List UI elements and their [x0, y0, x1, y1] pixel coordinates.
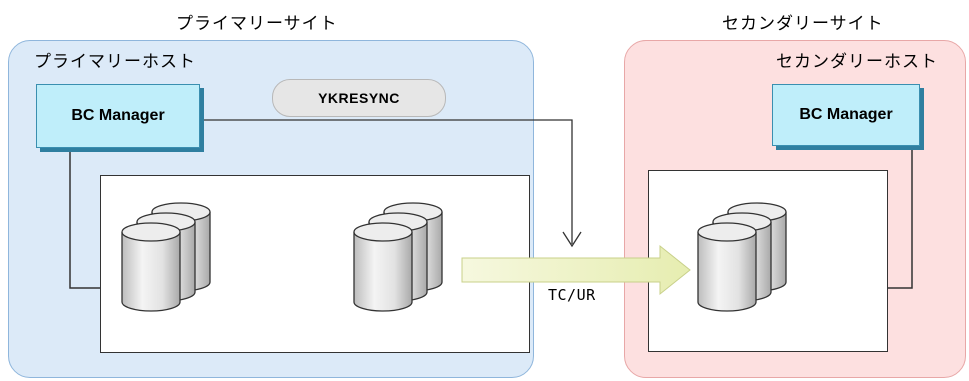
- command-arrowhead: [562, 231, 582, 248]
- primary-site-label: プライマリーサイト: [176, 14, 338, 34]
- primary-svol-disks: [353, 202, 443, 312]
- primary-pvol-disks: [121, 202, 211, 312]
- ykresync-command-badge: YKRESYNC: [272, 79, 446, 117]
- secondary-host-label: セカンダリーホスト: [776, 52, 938, 72]
- primary-bc-manager-box: BC Manager: [36, 84, 200, 148]
- secondary-bc-manager-box: BC Manager: [772, 84, 920, 146]
- primary-bc-manager-label: BC Manager: [71, 107, 165, 124]
- primary-host-label: プライマリーホスト: [34, 52, 196, 72]
- secondary-bc-manager-label: BC Manager: [799, 106, 893, 123]
- secondary-disks: [697, 202, 787, 312]
- command-label: YKRESYNC: [318, 90, 400, 106]
- copy-type-label: TC/UR: [548, 286, 596, 304]
- copy-arrow: [461, 244, 691, 296]
- command-line: [203, 119, 573, 244]
- secondary-site-label: セカンダリーサイト: [722, 14, 884, 34]
